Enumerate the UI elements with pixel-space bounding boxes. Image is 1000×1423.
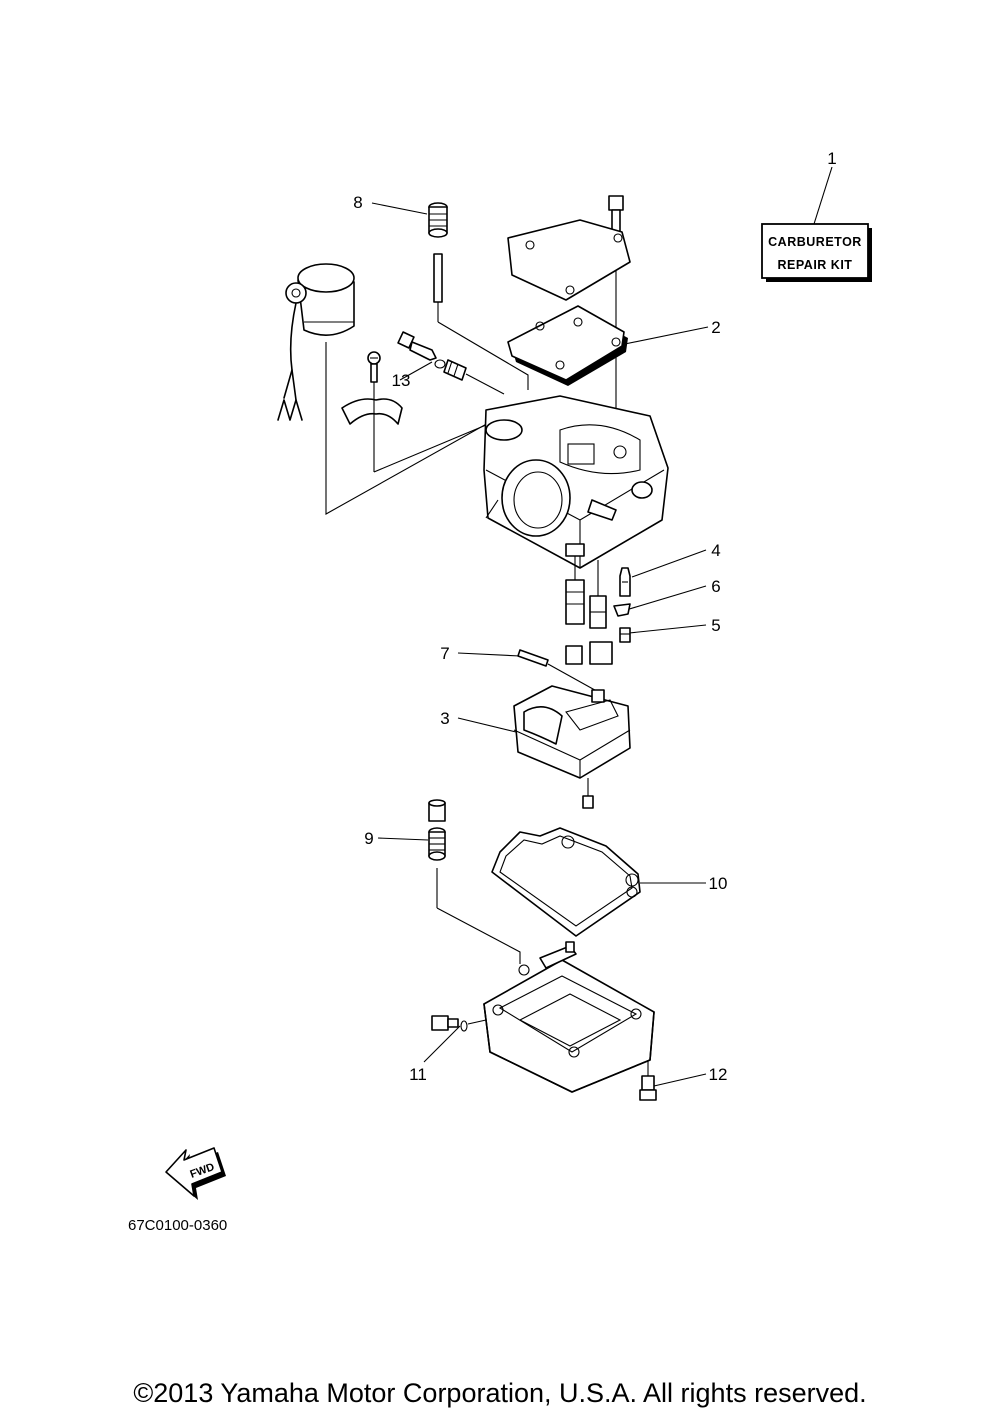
part-6-clip <box>613 603 631 617</box>
callout-7: 7 <box>440 644 449 663</box>
carburetor-body <box>483 395 669 569</box>
part-9-jet <box>428 799 521 964</box>
callout-10: 10 <box>709 874 728 893</box>
solenoid-assembly <box>277 263 516 515</box>
part-7-float-pin <box>517 649 603 695</box>
cover-plate-upper <box>507 219 631 301</box>
part-10-gasket <box>491 827 641 937</box>
fork-bracket <box>341 351 499 473</box>
copyright-notice: ©2013 Yamaha Motor Corporation, U.S.A. A… <box>133 1378 867 1408</box>
leader-lines <box>371 202 709 1087</box>
callout-11: 11 <box>409 1065 427 1084</box>
part-3-float <box>513 685 631 809</box>
repair-kit-label: CARBURETOR REPAIR KIT <box>761 166 872 282</box>
part-2-gasket-plate <box>507 305 628 386</box>
kit-label-line2: REPAIR KIT <box>778 258 853 272</box>
diagram-code: 67C0100-0360 <box>128 1217 227 1234</box>
callout-3: 3 <box>440 709 449 728</box>
callout-5: 5 <box>711 616 720 635</box>
part-13-idle-screw <box>397 331 505 395</box>
part-12-chamber-screw <box>639 1060 657 1101</box>
jets-assembly <box>565 556 613 665</box>
callout-6: 6 <box>711 577 720 596</box>
kit-label-line1: CARBURETOR <box>768 235 862 249</box>
callout-12: 12 <box>709 1065 728 1084</box>
part-5-screw <box>619 627 631 643</box>
part-4-needle-valve <box>619 567 631 597</box>
callout-9: 9 <box>364 829 373 848</box>
part-11-drain-screw <box>431 1015 487 1032</box>
float-chamber <box>483 941 655 1093</box>
part-8-main-jet <box>428 202 529 390</box>
callout-2: 2 <box>711 318 720 337</box>
callout-8: 8 <box>353 193 362 212</box>
callout-1: 1 <box>827 149 836 168</box>
callout-labels: 1 2 3 4 5 6 7 8 9 10 11 12 13 <box>353 149 836 1084</box>
callout-13: 13 <box>392 371 411 390</box>
callout-4: 4 <box>711 541 720 560</box>
fwd-arrow-icon: FWD <box>165 1147 226 1200</box>
